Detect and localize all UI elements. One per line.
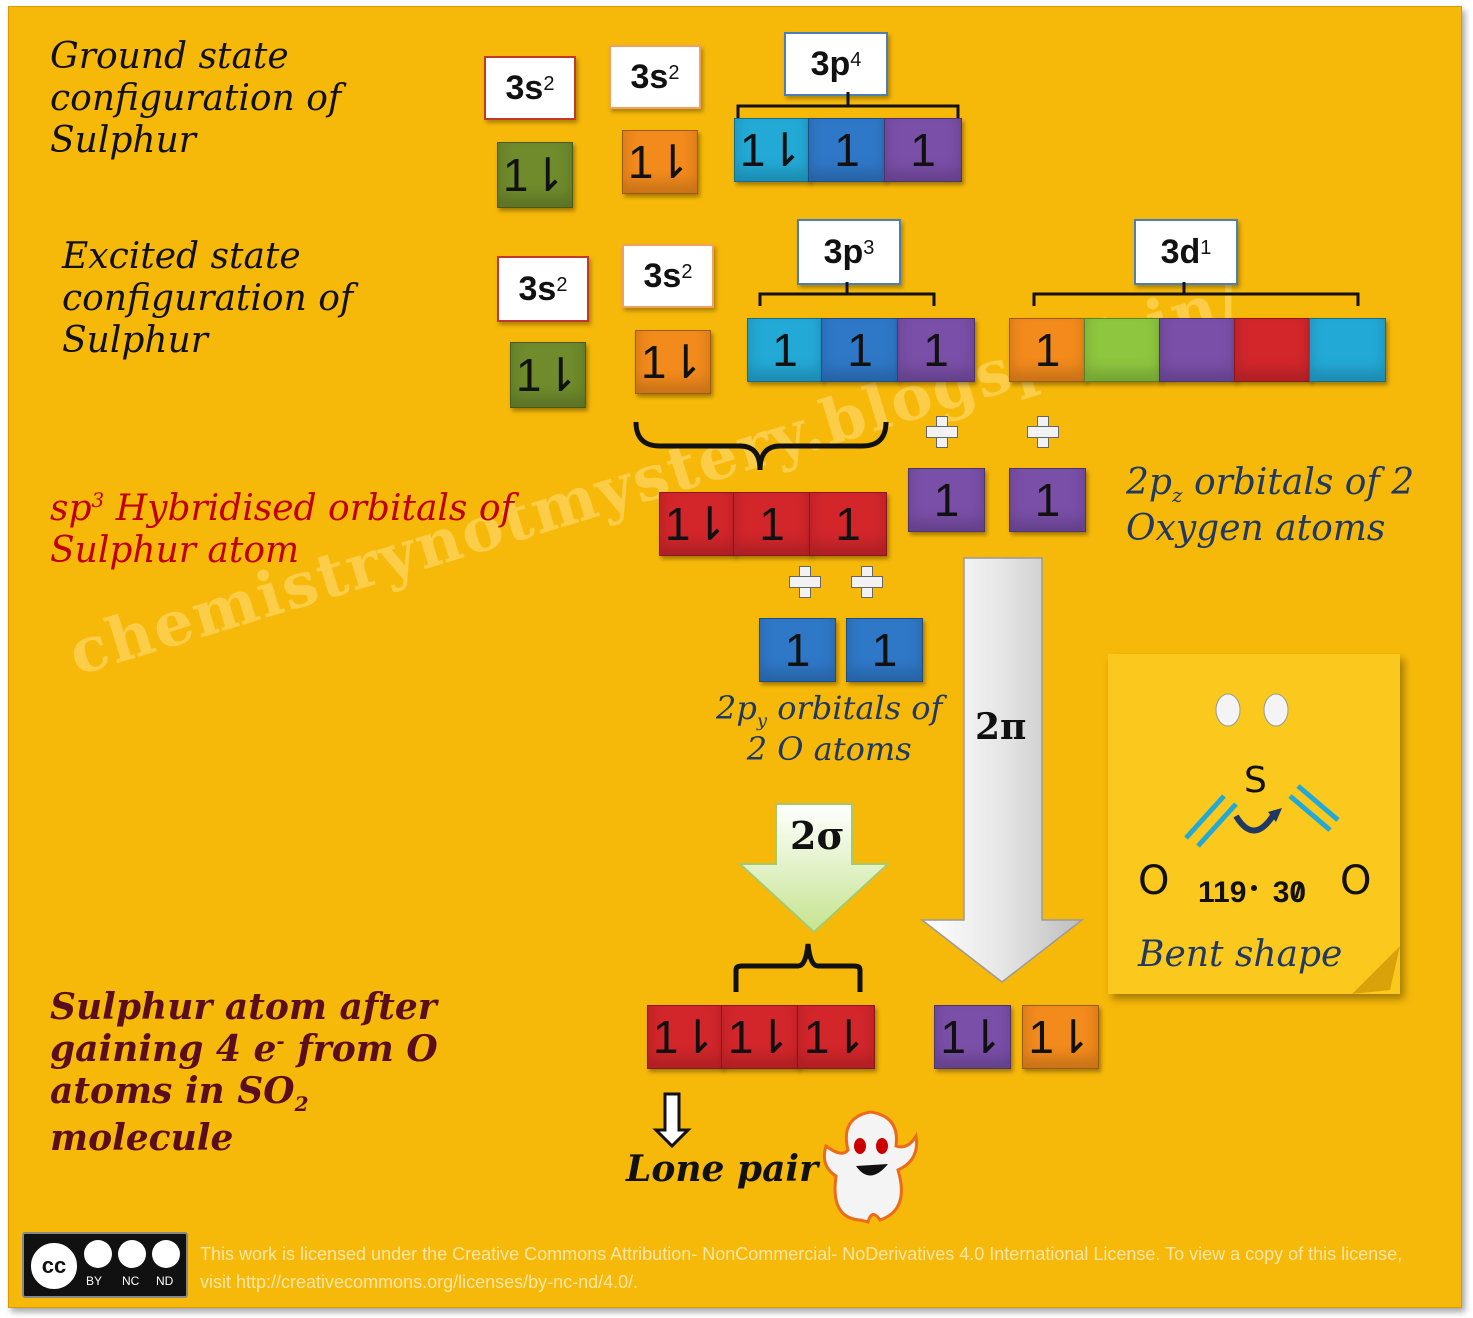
ground-3p-orbital-1: 1⇂ [734,118,810,182]
excited-3p-orbital-1: 1 [747,318,823,382]
excited-3d-orbital-4 [1234,318,1311,382]
excited-3p-brace [758,282,936,306]
excited-3d-brace [1032,282,1360,306]
ground-3p-brace [736,92,960,118]
oxygen-atom-label-left: O [1138,858,1170,904]
by-icon [84,1240,112,1268]
after-gaining-label: Sulphur atom after gaining 4 e- from O a… [50,986,438,1159]
oxygen-py-orbital-2: 1 [846,618,923,682]
final-brace [733,943,863,992]
ground-3s-orbital-a: 1⇂ [497,142,573,208]
oxygen-py-orbital-1: 1 [759,618,836,682]
final-orbital-1: 1⇂ [647,1005,723,1069]
sp3-orbital-3: 1 [809,492,887,556]
cc-badge-by: BY [86,1274,103,1288]
ground-3p-orbital-2: 1 [808,118,886,182]
excited-3d-orbital-1: 1 [1009,318,1086,382]
py-orbitals-label: 2py orbitals of 2 O atoms [716,689,943,769]
final-pi-orbital-2: 1⇂ [1022,1005,1099,1069]
down-arrow-icon [652,1092,692,1149]
oxygen-atom-label-right: O [1340,858,1372,904]
bent-shape-note [1108,654,1400,994]
excited-3p-orbital-2: 1 [821,318,899,382]
oxygen-pz-orbital-2: 1 [1009,468,1086,532]
excited-3d-orbital-3 [1159,318,1236,382]
bent-shape-label: Bent shape [1138,934,1343,975]
pi-arrow [919,557,1085,983]
lone-pair-label: Lone pair [626,1148,819,1190]
excited-3s-orbital-b: 1⇂ [635,330,711,394]
final-pi-orbital-1: 1⇂ [934,1005,1011,1069]
hybrid-brace [633,421,889,471]
sp3-orbital-1: 1⇂ [659,492,735,556]
pz-orbitals-label: 2pz orbitals of 2 Oxygen atoms [1126,462,1415,549]
ground-3s-orbital-b: 1⇂ [622,130,698,194]
sigma-bond-label: 2σ [790,813,845,858]
plus-icon [851,566,883,598]
cc-badge-nd: ND [156,1274,174,1288]
cc-badge-nc: NC [122,1274,140,1288]
bond-angle-label: 119 30 [1198,876,1307,909]
ground-3p-orbital-3: 1 [884,118,962,182]
pi-bond-label: 2π [975,706,1027,748]
nd-icon [152,1240,180,1268]
plus-icon [926,416,958,448]
final-orbital-3: 1⇂ [797,1005,875,1069]
plus-icon [1027,416,1059,448]
sp3-label: sp3 Hybridised orbitals of Sulphur atom [50,488,514,572]
sulfur-atom-label: S [1244,760,1267,801]
excited-3d-orbital-5 [1309,318,1386,382]
excited-3d-orbital-2 [1084,318,1161,382]
oxygen-pz-orbital-1: 1 [908,468,985,532]
sp3-orbital-2: 1 [733,492,811,556]
plus-icon [789,566,821,598]
cc-license-badge[interactable]: cc BY NC ND [22,1232,188,1298]
excited-3s-orbital-a: 1⇂ [510,342,586,408]
final-orbital-2: 1⇂ [721,1005,799,1069]
sigma-arrow [737,803,891,934]
license-text: This work is licensed under the Creative… [200,1244,1403,1292]
nc-icon [118,1240,146,1268]
excited-3p-orbital-3: 1 [897,318,975,382]
cc-icon: cc [28,1240,80,1292]
